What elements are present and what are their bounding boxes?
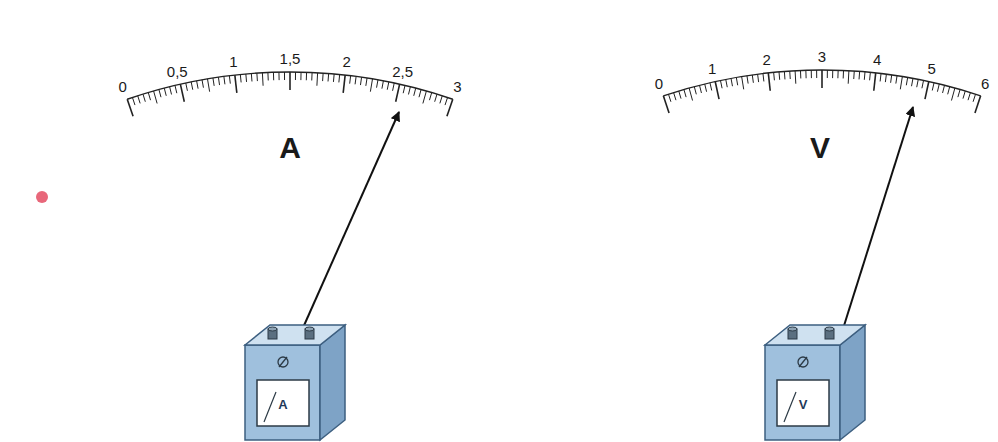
scale-number: 2 bbox=[763, 51, 771, 66]
scale-number: 1,5 bbox=[280, 51, 301, 66]
unit-letter: A bbox=[279, 133, 301, 163]
scale-number: 1 bbox=[229, 54, 237, 69]
scale-number: 3 bbox=[818, 49, 826, 64]
voltmeter-scale bbox=[663, 70, 980, 113]
scale-number: 5 bbox=[928, 60, 936, 75]
device-face-letter: A bbox=[278, 398, 287, 411]
ammeter-device bbox=[245, 325, 345, 440]
voltmeter-needle bbox=[842, 107, 913, 332]
ammeter-scale bbox=[127, 72, 453, 116]
scale-number: 0,5 bbox=[167, 63, 188, 78]
ammeter-needle bbox=[302, 112, 399, 330]
voltmeter-device bbox=[765, 325, 865, 440]
bullet-dot bbox=[36, 191, 48, 203]
device-face-letter: V bbox=[799, 398, 808, 411]
scale-number: 6 bbox=[981, 75, 989, 90]
scale-number: 2,5 bbox=[392, 63, 413, 78]
scale-number: 3 bbox=[453, 79, 461, 94]
scale-number: 1 bbox=[708, 60, 716, 75]
unit-letter: V bbox=[810, 133, 830, 163]
scale-number: 0 bbox=[655, 75, 663, 90]
scale-number: 4 bbox=[873, 51, 881, 66]
scale-number: 0 bbox=[118, 79, 126, 94]
scale-number: 2 bbox=[343, 54, 351, 69]
